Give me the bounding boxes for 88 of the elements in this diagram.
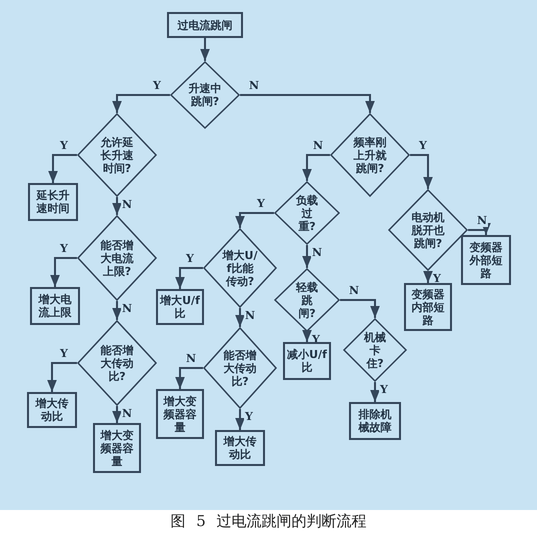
edge-label: N — [348, 285, 360, 297]
arrow — [235, 212, 274, 228]
node-text: 增大变频器容量 — [99, 428, 134, 468]
decision-diamond — [330, 113, 410, 197]
node-text: 允许延长升速时间? — [100, 136, 134, 174]
edge-label: Y — [59, 243, 69, 255]
edge-label: Y — [244, 411, 254, 423]
edge-label: Y — [379, 384, 389, 396]
process-box — [30, 287, 80, 325]
edge-label: N — [121, 303, 134, 315]
node-text: 排除机械故障 — [357, 408, 392, 434]
edge-label: Y — [185, 253, 195, 265]
process-box — [283, 342, 331, 380]
node-text: 电动机脱开也跳闸? — [410, 210, 446, 250]
node-text: 频率刚上升就跳闸? — [352, 136, 388, 174]
decision-diamond — [77, 215, 157, 301]
process-box — [349, 402, 401, 440]
node-text: 升速中跳闸? — [188, 82, 222, 108]
decision-diamond — [170, 61, 240, 129]
node-text: 机械卡住? — [362, 330, 387, 370]
arrow — [112, 94, 170, 113]
decision-diamond — [274, 268, 340, 332]
edge-label: N — [121, 199, 134, 211]
node-text: 变频器外部短路 — [468, 240, 504, 280]
node-text: 增大电流上限 — [37, 293, 72, 319]
arrow — [235, 409, 245, 430]
arrow — [240, 94, 375, 113]
node-text: 延长升速时间 — [35, 189, 70, 215]
decision-diamond — [274, 181, 340, 245]
edge-label: N — [244, 310, 256, 322]
arrow — [235, 308, 245, 327]
node-text: 增大变频器容量 — [162, 394, 198, 434]
edge-label: Y — [59, 348, 69, 360]
node-text: 增大传动比 — [222, 435, 258, 461]
edge-label: Y — [152, 80, 162, 92]
caption: 图 5 过电流跳闸的判断流程 — [169, 512, 368, 531]
process-box — [461, 235, 511, 285]
process-box — [156, 389, 204, 439]
edge-label: N — [476, 215, 488, 227]
edge-label: N — [312, 140, 324, 152]
node-text: 负载过重? — [295, 194, 319, 232]
edge-label: N — [185, 353, 198, 365]
decision-diamond — [388, 189, 468, 271]
arrow — [50, 257, 77, 287]
node-text: 过电流跳闸 — [176, 18, 234, 32]
node-text: 能否增大传动比? — [222, 348, 258, 388]
arrow — [112, 406, 122, 423]
node-text: 增大传动比 — [34, 397, 70, 423]
node-text: 减小U/f比 — [287, 348, 327, 374]
edge-label: N — [311, 247, 324, 259]
arrow — [468, 223, 491, 235]
arrow — [340, 299, 380, 318]
arrow — [302, 154, 330, 181]
edge-label: N — [121, 408, 134, 420]
arrow — [48, 154, 77, 183]
arrow — [175, 267, 203, 289]
process-box — [156, 289, 204, 325]
arrow — [302, 245, 312, 268]
arrow — [410, 154, 433, 189]
decision-diamond — [203, 327, 277, 409]
decision-diamond — [77, 320, 157, 406]
node-text: 能否增大电流上限? — [100, 238, 134, 278]
node-text: 变频器内部短路 — [410, 288, 446, 326]
arrow — [370, 382, 380, 402]
node-text: 能否增大传动比? — [100, 344, 134, 382]
process-box — [28, 183, 78, 221]
arrow — [175, 367, 203, 389]
edge-label: Y — [256, 198, 266, 210]
arrow — [112, 197, 122, 215]
process-box — [167, 12, 243, 38]
arrow — [302, 330, 312, 342]
arrow — [423, 271, 433, 283]
decision-diamond — [343, 318, 407, 382]
arrow — [200, 38, 210, 61]
arrow — [112, 301, 122, 320]
decision-diamond — [203, 228, 277, 308]
node-text: 增大U/f比 — [160, 294, 200, 320]
edge-label: Y — [59, 140, 69, 152]
process-box — [27, 392, 77, 428]
node-text: 轻载跳闸? — [294, 280, 319, 320]
arrow — [47, 362, 77, 392]
edge-label: N — [248, 80, 260, 92]
process-box — [93, 423, 141, 473]
process-box — [215, 430, 265, 466]
node-text: 增大U/f比能传动? — [222, 248, 258, 288]
decision-diamond — [77, 113, 157, 197]
process-box — [404, 283, 452, 331]
edge-label: Y — [418, 140, 428, 152]
